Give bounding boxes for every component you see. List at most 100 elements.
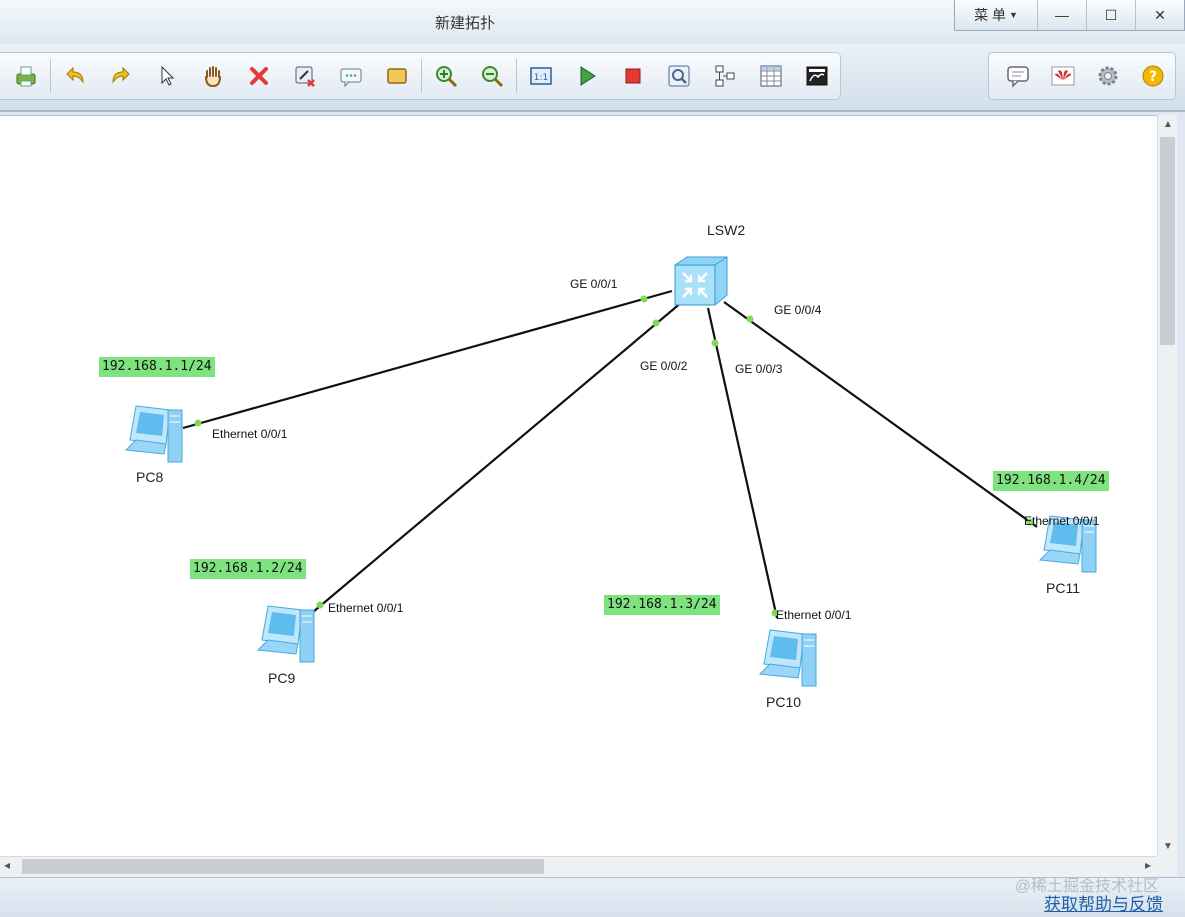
ip-label-pc9: 192.168.1.2/24	[190, 559, 306, 579]
huawei-button[interactable]	[1040, 56, 1085, 96]
watermark: @稀土掘金技术社区	[1014, 878, 1159, 895]
delete-link-icon	[295, 66, 315, 87]
vertical-scrollbar[interactable]: ▲ ▼	[1157, 115, 1178, 856]
pc10-port-label: Ethernet 0/0/1	[776, 608, 852, 622]
hand-pan-icon	[205, 66, 221, 88]
menu-label: 菜 单	[974, 7, 1006, 23]
start-button[interactable]	[564, 56, 610, 96]
port-label-ge4: GE 0/0/4	[774, 303, 822, 317]
chat-button[interactable]	[995, 56, 1040, 96]
status-bar: @稀土掘金技术社区 获取帮助与反馈	[0, 877, 1185, 917]
screenshot-icon	[806, 66, 828, 86]
link-pc11-ge4[interactable]	[723, 301, 1038, 528]
port-dot	[1026, 518, 1034, 526]
svg-text:?: ?	[1148, 69, 1156, 85]
right-frame	[1177, 115, 1185, 885]
pc11-label: PC11	[1046, 580, 1080, 596]
delete-button[interactable]	[236, 56, 282, 96]
capture-button[interactable]	[656, 56, 702, 96]
topology-canvas[interactable]	[0, 115, 1157, 857]
port-dot	[640, 295, 648, 303]
settings-gear-icon	[1098, 66, 1117, 86]
ip-label-pc11: 192.168.1.4/24	[993, 471, 1109, 491]
pan-button[interactable]	[190, 56, 236, 96]
print-button[interactable]	[3, 56, 49, 96]
help-feedback-link[interactable]: 获取帮助与反馈	[1044, 895, 1163, 914]
svg-text:1:1: 1:1	[534, 73, 548, 83]
text-button[interactable]	[328, 56, 374, 96]
fit-view-button[interactable]: 1:1	[518, 56, 564, 96]
rectangle-icon	[387, 68, 407, 84]
minimize-button[interactable]: —	[1037, 0, 1086, 30]
toolbar-right-group: ?	[988, 52, 1176, 100]
pc-icon	[1038, 515, 1097, 573]
table-icon	[760, 65, 782, 87]
print-icon	[16, 66, 36, 87]
ip-label-pc10: 192.168.1.3/24	[604, 595, 720, 615]
stop-button[interactable]	[610, 56, 656, 96]
redo-button[interactable]	[98, 56, 144, 96]
fit-view-icon: 1:1	[530, 67, 552, 85]
scroll-up-icon[interactable]: ▲	[1163, 119, 1173, 130]
pc-icon	[758, 629, 817, 687]
toolbar-separator	[516, 59, 517, 93]
port-dot	[316, 601, 324, 609]
table-button[interactable]	[748, 56, 794, 96]
capture-icon	[668, 65, 690, 87]
pointer-select-icon	[161, 65, 175, 86]
scroll-right-icon[interactable]: ▸	[1144, 858, 1151, 872]
port-dot	[711, 339, 719, 347]
zoom-in-icon	[436, 66, 458, 88]
help-button[interactable]: ?	[1130, 56, 1175, 96]
settings-button[interactable]	[1085, 56, 1130, 96]
scroll-down-icon[interactable]: ▼	[1163, 841, 1173, 852]
vertical-scroll-thumb[interactable]	[1160, 137, 1175, 345]
pc-icon	[256, 605, 315, 663]
start-device-icon	[580, 66, 596, 86]
zoom-in-button[interactable]	[423, 56, 469, 96]
link-pc9-ge2[interactable]	[312, 301, 683, 613]
link-pc10-ge3[interactable]	[706, 307, 779, 619]
pc9[interactable]	[248, 602, 318, 666]
port-label-ge3: GE 0/0/3	[735, 362, 783, 376]
pc10[interactable]	[750, 626, 820, 690]
stop-device-icon	[625, 68, 641, 84]
port-dot	[194, 419, 202, 427]
scroll-left-icon[interactable]: ◂	[4, 858, 11, 872]
port-dot	[771, 609, 779, 617]
zoom-out-icon	[482, 66, 504, 88]
text-annotation-icon	[340, 68, 362, 88]
pc11[interactable]	[1030, 512, 1100, 576]
screenshot-button[interactable]	[794, 56, 840, 96]
help-icon: ?	[1142, 65, 1163, 87]
topology-links	[182, 289, 1038, 619]
switch-label: LSW2	[707, 222, 746, 238]
delete-link-button[interactable]	[282, 56, 328, 96]
horizontal-scrollbar[interactable]: ◂ ▸	[0, 856, 1157, 877]
window-controls: 菜 单▼ — ☐ ✕	[954, 0, 1185, 31]
toolbar-separator	[421, 59, 422, 93]
select-button[interactable]	[144, 56, 190, 96]
pc8-label: PC8	[136, 469, 164, 485]
pc8-port-label: Ethernet 0/0/1	[212, 427, 288, 441]
port-label-ge2: GE 0/0/2	[640, 359, 688, 373]
pc9-label: PC9	[268, 670, 296, 686]
pc8[interactable]	[116, 402, 186, 466]
horizontal-scroll-thumb[interactable]	[22, 859, 544, 874]
close-button[interactable]: ✕	[1135, 0, 1184, 30]
switch-lsw2[interactable]	[671, 255, 729, 307]
topology-icon	[715, 65, 735, 87]
rectangle-button[interactable]	[374, 56, 420, 96]
toolbar: 1:1 ?	[0, 44, 1185, 112]
undo-button[interactable]	[52, 56, 98, 96]
chat-icon	[1006, 66, 1029, 88]
maximize-button[interactable]: ☐	[1086, 0, 1135, 30]
menu-button[interactable]: 菜 单▼	[955, 0, 1037, 30]
caret-down-icon: ▼	[1008, 10, 1018, 20]
zoom-out-button[interactable]	[469, 56, 515, 96]
pc11-port-label: Ethernet 0/0/1	[1024, 514, 1100, 528]
undo-icon	[66, 66, 84, 84]
topology-button[interactable]	[702, 56, 748, 96]
link-pc8-ge1[interactable]	[182, 289, 673, 430]
pc-icon	[124, 405, 183, 463]
